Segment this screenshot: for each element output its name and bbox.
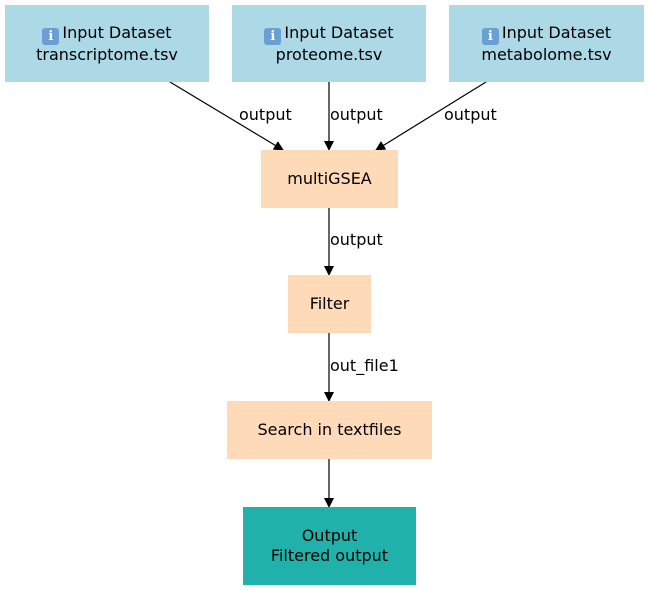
tool-search-in-textfiles[interactable]: Search in textfiles xyxy=(227,401,432,459)
edge-label-metabolome-output: output xyxy=(444,105,497,124)
edge-label-proteome-output: output xyxy=(330,105,383,124)
edge-transcriptome-to-multigsea xyxy=(169,81,284,151)
tool-multigsea-label: multiGSEA xyxy=(287,169,372,188)
info-icon: i xyxy=(42,27,60,45)
input-transcriptome-type-label: Input Dataset xyxy=(62,22,172,42)
edge-metabolome-to-multigsea xyxy=(375,81,487,151)
info-icon: i xyxy=(264,27,282,45)
input-proteome-type-label: Input Dataset xyxy=(284,22,394,42)
tool-multigsea[interactable]: multiGSEA xyxy=(261,150,398,208)
edge-label-transcriptome-output: output xyxy=(239,105,292,124)
input-metabolome-type-label: Input Dataset xyxy=(501,22,612,42)
input-metabolome-filename: metabolome.tsv xyxy=(481,44,612,64)
edge-label-multigsea-output: output xyxy=(330,230,383,249)
tool-filter-label: Filter xyxy=(309,294,350,313)
tool-filter[interactable]: Filter xyxy=(288,275,371,333)
workflow-output-filtered[interactable]: Output Filtered output xyxy=(243,507,416,585)
output-name: Filtered output xyxy=(270,546,389,565)
output-title: Output xyxy=(301,526,358,545)
tool-search-label: Search in textfiles xyxy=(257,420,402,439)
info-icon: i xyxy=(481,27,499,45)
input-transcriptome-filename: transcriptome.tsv xyxy=(36,44,178,64)
edge-label-filter-out-file1: out_file1 xyxy=(330,356,399,375)
input-proteome-filename: proteome.tsv xyxy=(275,44,383,64)
